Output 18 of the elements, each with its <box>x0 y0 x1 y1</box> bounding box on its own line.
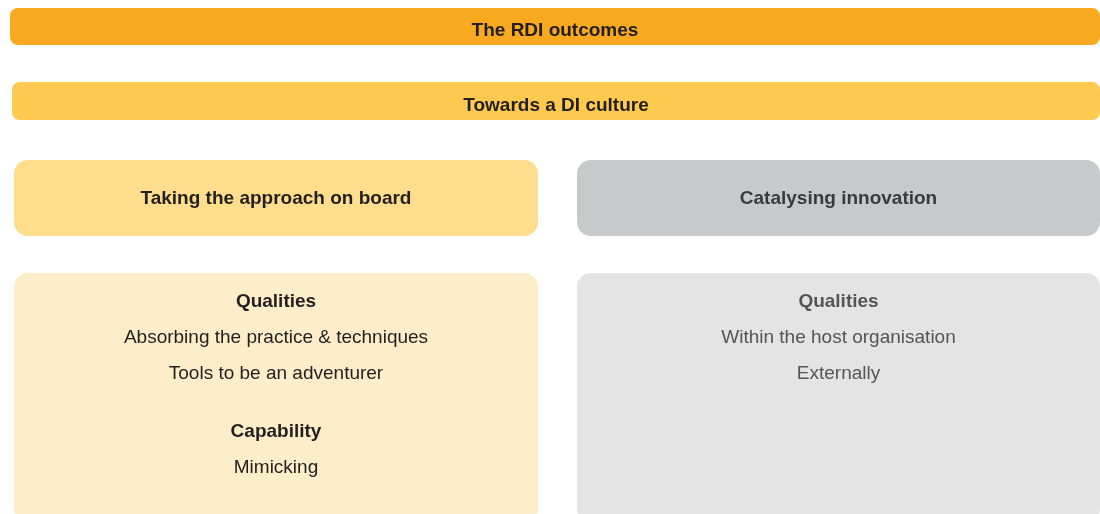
heading-text: Towards a DI culture <box>463 92 649 117</box>
section-banner <box>12 82 1100 120</box>
content-card <box>577 273 1100 514</box>
body-text: Within the host organisation <box>721 325 956 349</box>
title-banner <box>10 8 1100 45</box>
heading-text: Capability <box>230 419 322 443</box>
content-card <box>14 273 538 514</box>
heading-text: The RDI outcomes <box>471 18 639 42</box>
heading-text: Qualities <box>235 289 317 313</box>
heading-card <box>577 160 1100 236</box>
heading-text: Catalysing innovation <box>739 186 938 210</box>
body-text: Tools to be an adventurer <box>168 361 384 385</box>
body-text: Absorbing the practice & techniques <box>123 325 429 349</box>
body-text: Mimicking <box>233 455 319 479</box>
heading-text: Qualities <box>798 289 879 313</box>
heading-card <box>14 160 538 236</box>
heading-text: Taking the approach on board <box>140 186 412 210</box>
body-text: Externally <box>796 361 881 385</box>
